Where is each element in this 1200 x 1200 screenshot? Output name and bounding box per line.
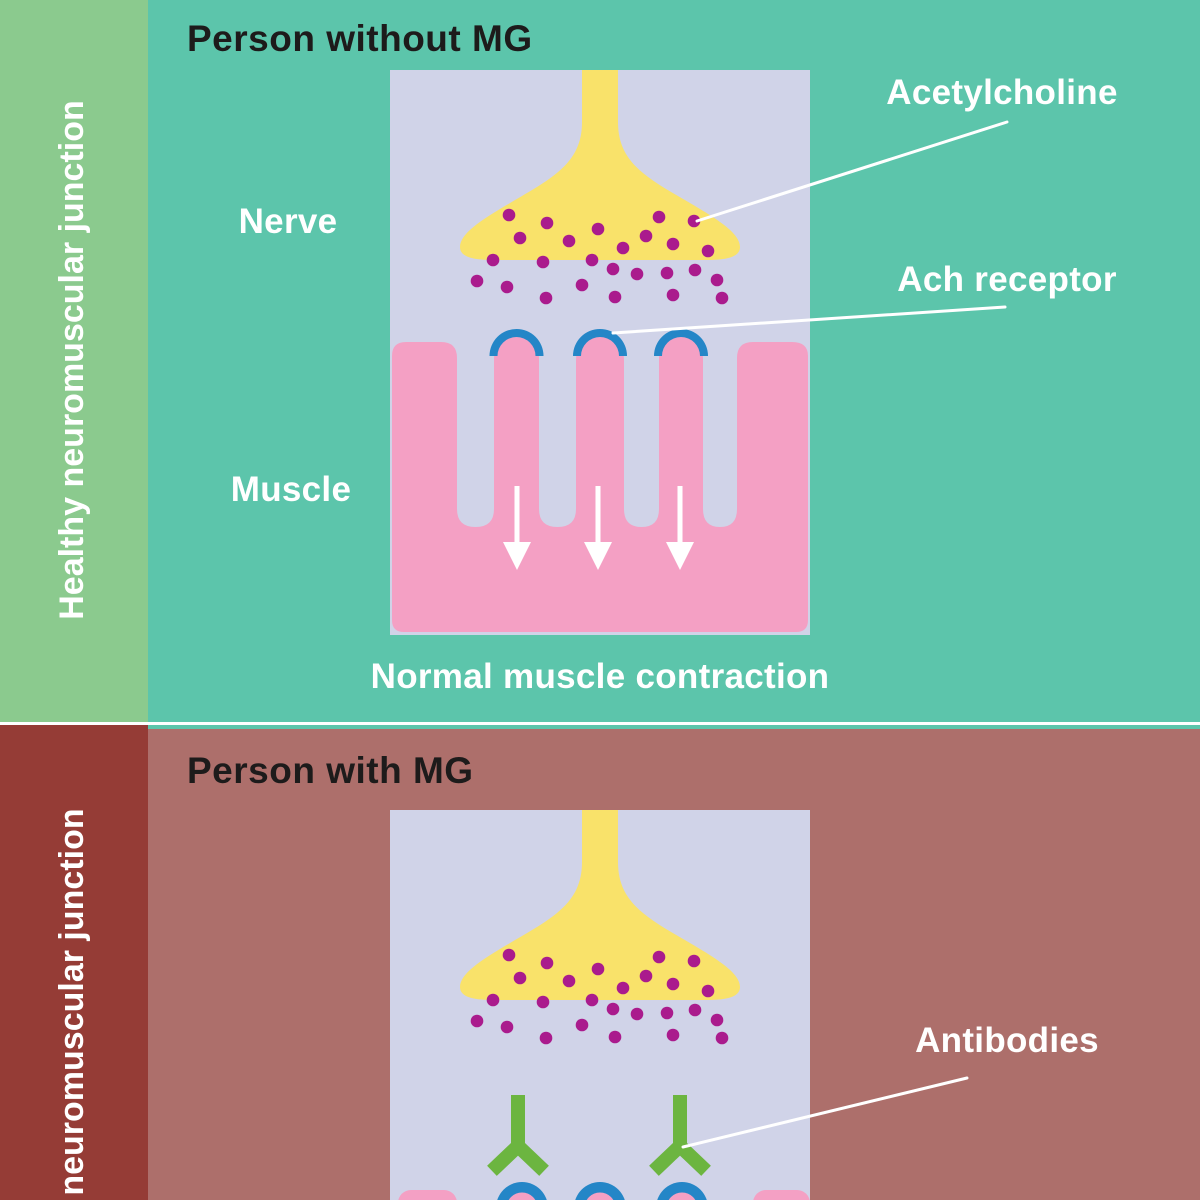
panel-divider-line	[0, 722, 1200, 725]
acetylcholine-dots	[470, 208, 729, 305]
nerve-terminal-shape	[460, 70, 740, 260]
healthy-panel-title: Person without MG	[187, 18, 533, 59]
acetylcholine-label: Acetylcholine	[886, 73, 1118, 112]
normal-contraction-caption: Normal muscle contraction	[370, 657, 830, 696]
muscle-label: Muscle	[230, 470, 352, 509]
healthy-sidebar	[0, 0, 148, 722]
nerve-label: Nerve	[238, 202, 338, 241]
blocked-receptors	[497, 1182, 707, 1200]
antibodies-label: Antibodies	[915, 1021, 1099, 1060]
acetylcholine-dots	[470, 948, 729, 1045]
mg-panel-title: Person with MG	[187, 750, 474, 791]
antibody-shapes	[487, 1095, 711, 1176]
ach-receptor-label: Ach receptor	[897, 260, 1117, 299]
muscle-bump-left	[398, 1190, 457, 1200]
ach-receptors	[489, 329, 708, 356]
muscle-bump-right	[753, 1190, 810, 1200]
panel-divider-teal-strip	[148, 725, 1200, 729]
mg-sidebar-label: neuromuscular junction	[53, 808, 91, 1196]
healthy-sidebar-label: Healthy neuromuscular junction	[53, 100, 91, 620]
healthy-junction-diagram	[390, 70, 810, 635]
nerve-terminal-shape	[460, 810, 740, 1000]
contraction-arrows	[503, 486, 694, 570]
muscle-shape	[392, 337, 808, 632]
mg-sidebar	[0, 725, 148, 1200]
mg-junction-diagram	[390, 810, 810, 1200]
